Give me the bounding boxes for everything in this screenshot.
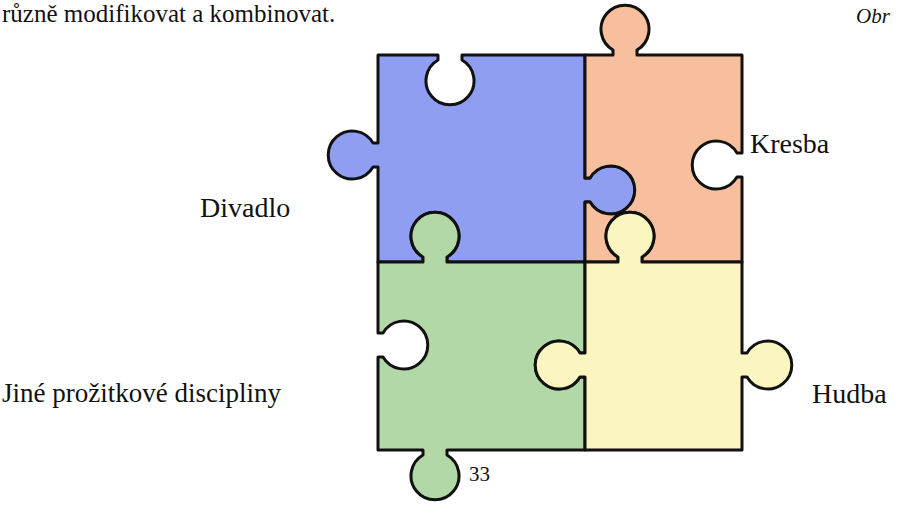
body-text: různě modifikovat a kombinovat. bbox=[2, 0, 335, 29]
figure-ref: Obr bbox=[856, 4, 890, 28]
piece-label: Kresba bbox=[750, 128, 829, 160]
piece-label: Jiné prožitkové discipliny bbox=[2, 378, 281, 409]
page-number: 33 bbox=[469, 462, 490, 486]
puzzle-piece bbox=[535, 212, 792, 450]
piece-label: Divadlo bbox=[200, 192, 290, 224]
piece-label: Hudba bbox=[812, 378, 887, 410]
